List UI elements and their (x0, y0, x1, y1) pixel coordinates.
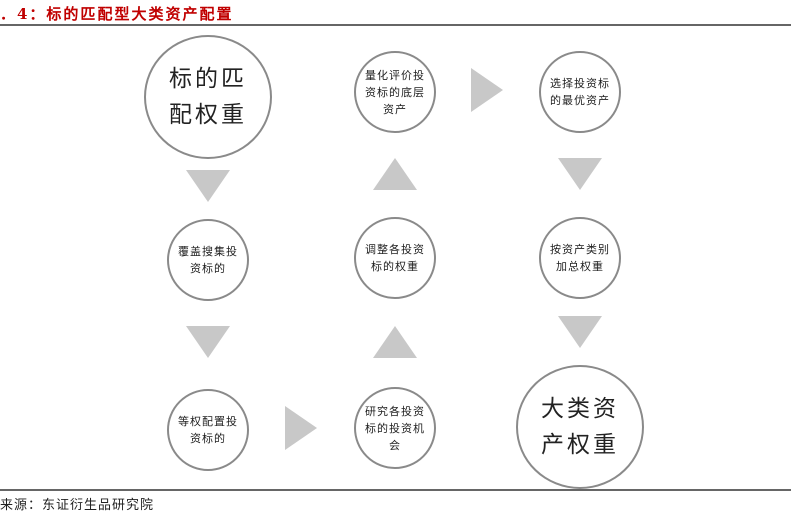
arrow-down-icon (186, 326, 230, 358)
figure-title: ．4：标的匹配型大类资产配置 (0, 5, 234, 23)
node-select: 选择投资标的最优资产 (539, 51, 621, 133)
source-note: 来源：东证衍生品研究院 (0, 498, 155, 513)
node-start: 标的匹配权重 (144, 35, 272, 159)
node-equal: 等权配置投资标的 (167, 389, 249, 471)
top-rule (0, 24, 791, 26)
node-end: 大类资产权重 (516, 365, 644, 489)
node-evaluate: 量化评价投资标的底层资产 (354, 51, 436, 133)
bottom-rule (0, 489, 791, 491)
arrow-down-icon (558, 316, 602, 348)
arrow-up-icon (373, 158, 417, 190)
node-research: 研究各投资标的投资机会 (354, 387, 436, 469)
arrow-down-icon (558, 158, 602, 190)
node-adjust: 调整各投资标的权重 (354, 217, 436, 299)
arrow-up-icon (373, 326, 417, 358)
arrow-right-icon (285, 406, 317, 450)
node-aggregate: 按资产类别加总权重 (539, 217, 621, 299)
arrow-right-icon (471, 68, 503, 112)
arrow-down-icon (186, 170, 230, 202)
node-cover: 覆盖搜集投资标的 (167, 219, 249, 301)
